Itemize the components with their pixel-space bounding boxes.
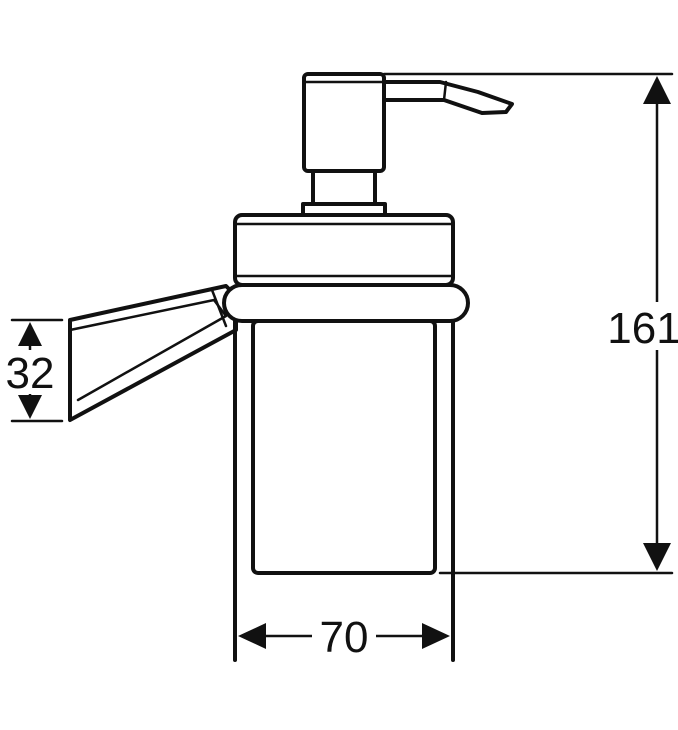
bracket-height-label: 32 xyxy=(6,349,55,398)
height-label: 161 xyxy=(607,304,678,353)
bracket-height-dimension: 32 xyxy=(0,322,62,419)
pump-neck xyxy=(311,169,377,206)
holder-frame xyxy=(233,319,455,662)
height-dimension: 161 xyxy=(607,76,678,571)
extension-lines xyxy=(10,72,674,575)
width-dimension: 70 xyxy=(238,612,450,662)
glass-container xyxy=(251,319,437,575)
pump-head xyxy=(302,72,386,173)
dispenser-lid xyxy=(233,213,455,287)
holder-ring xyxy=(222,283,470,323)
pump-spout xyxy=(382,80,514,115)
width-label: 70 xyxy=(320,613,369,662)
wall-bracket xyxy=(68,284,238,422)
